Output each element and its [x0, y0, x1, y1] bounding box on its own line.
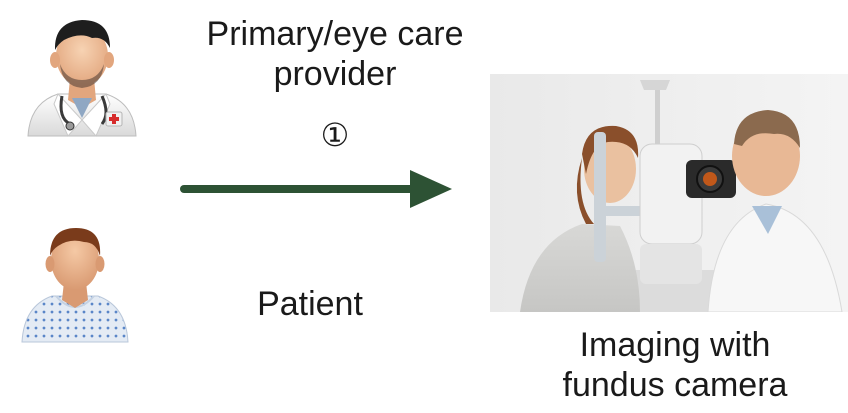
- imaging-label: Imaging with fundus camera: [505, 325, 845, 405]
- fundus-camera-exam-photo: [490, 74, 848, 312]
- imaging-label-line2: fundus camera: [505, 365, 845, 405]
- provider-label-line1: Primary/eye care: [165, 14, 505, 54]
- provider-label-line2: provider: [165, 54, 505, 94]
- step-marker: ①: [165, 115, 505, 155]
- right-arrow-icon: [180, 168, 455, 210]
- patient-label: Patient: [225, 284, 395, 324]
- provider-label: Primary/eye care provider: [165, 14, 505, 94]
- provider-avatar-icon: [18, 8, 146, 138]
- patient-avatar-icon: [16, 220, 134, 345]
- imaging-label-line1: Imaging with: [505, 325, 845, 365]
